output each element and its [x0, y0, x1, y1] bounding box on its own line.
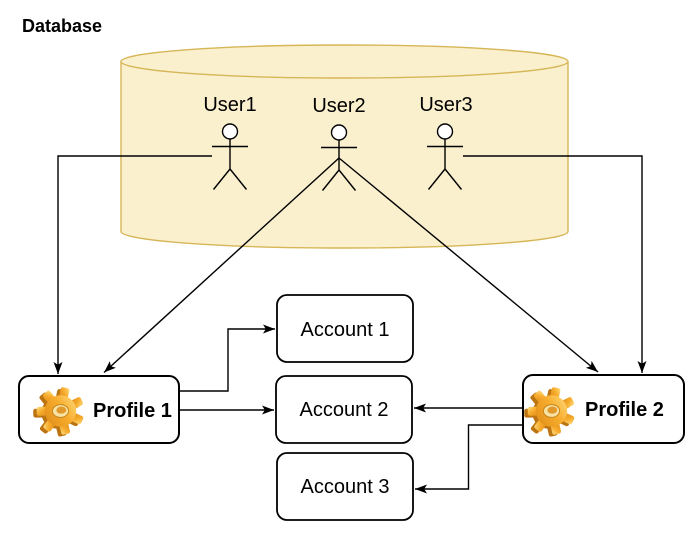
connectors	[53, 155, 647, 494]
node-profile-2: Profile 2	[519, 374, 685, 444]
connector-user3-profile2	[463, 155, 647, 373]
actor-user1: User1	[203, 94, 257, 190]
stick-figure-icon	[321, 124, 357, 191]
node-label: Account 2	[300, 399, 389, 421]
actor-label: User1	[203, 94, 256, 116]
diagram-title: Database	[22, 16, 102, 36]
database-cylinder	[120, 44, 569, 249]
connector-user2-profile2	[338, 157, 599, 373]
actor-label: User3	[419, 94, 472, 116]
node-account-1: Account 1	[276, 294, 414, 363]
stick-figure-icon	[427, 123, 463, 190]
node-account-2: Account 2	[275, 375, 413, 444]
gear-icon	[28, 382, 90, 441]
cylinder-body	[120, 44, 569, 249]
actor-user3: User3	[419, 94, 473, 190]
node-label: Account 3	[301, 476, 390, 498]
actor-label: User2	[312, 95, 365, 117]
node-account-3: Account 3	[276, 452, 414, 521]
node-label: Account 1	[301, 319, 390, 341]
stick-figure-icon	[212, 123, 248, 190]
actor-user2: User2	[312, 95, 366, 191]
gear-icon	[519, 382, 581, 441]
node-label: Profile 1	[93, 400, 172, 422]
connector-profile1-account1	[179, 324, 275, 392]
cylinder-rim	[120, 61, 569, 79]
node-profile-1: Profile 1	[18, 375, 180, 444]
connector-user2-profile1	[103, 157, 340, 374]
connector-user1-profile1	[53, 155, 212, 374]
connector-profile2-account3	[415, 424, 523, 494]
node-label: Profile 2	[585, 399, 664, 421]
